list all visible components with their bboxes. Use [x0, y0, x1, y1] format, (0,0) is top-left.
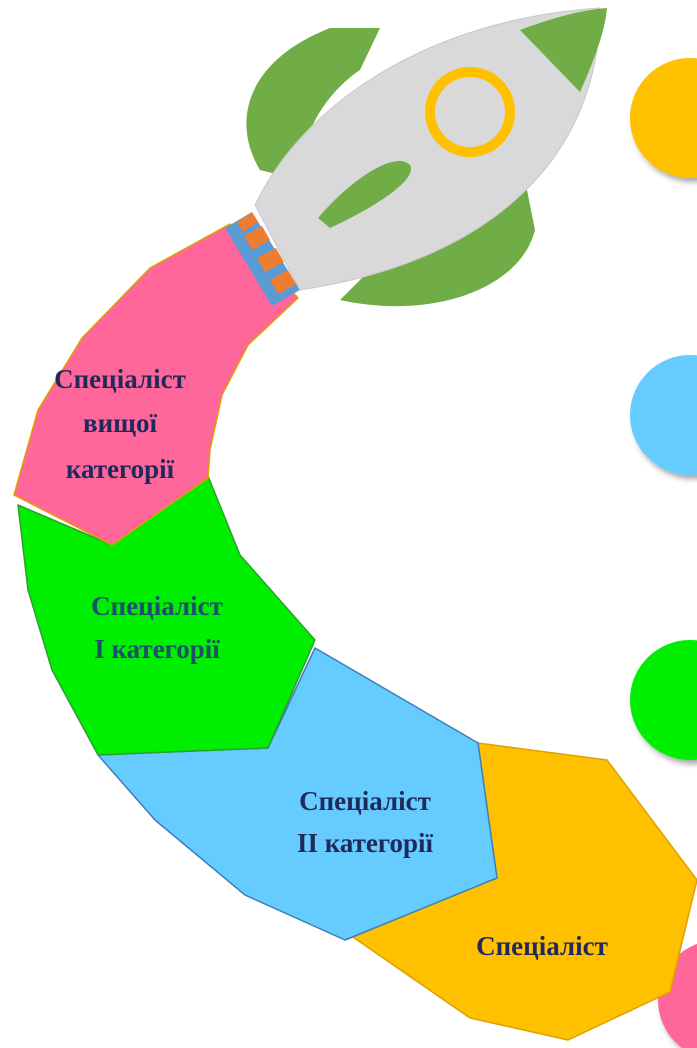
rocket-porthole [425, 67, 515, 157]
rocket-exhaust [225, 212, 300, 306]
rocket-center-fin [318, 161, 412, 228]
label-highest-line2: вищої [83, 408, 157, 438]
rocket-fin-top [246, 28, 380, 180]
marker-green [630, 640, 697, 760]
label-second-line1: Спеціаліст [299, 786, 431, 816]
rocket-nose [520, 8, 607, 92]
label-specialist-line1: Спеціаліст [476, 931, 608, 961]
marker-blue [630, 355, 697, 475]
label-first-line1: Спеціаліст [91, 591, 223, 621]
rocket-icon [225, 7, 607, 307]
label-first-line2: I категорії [94, 634, 220, 664]
career-arc [13, 223, 697, 1041]
label-highest-line3: категорії [66, 454, 175, 484]
label-highest-line1: Спеціаліст [54, 364, 186, 394]
segment-specialist-highest [13, 223, 299, 546]
segment-labels: Спеціаліст вищої категорії Спеціаліст I … [54, 364, 608, 961]
label-second-line2: II категорії [297, 828, 434, 858]
marker-orange [630, 58, 697, 178]
